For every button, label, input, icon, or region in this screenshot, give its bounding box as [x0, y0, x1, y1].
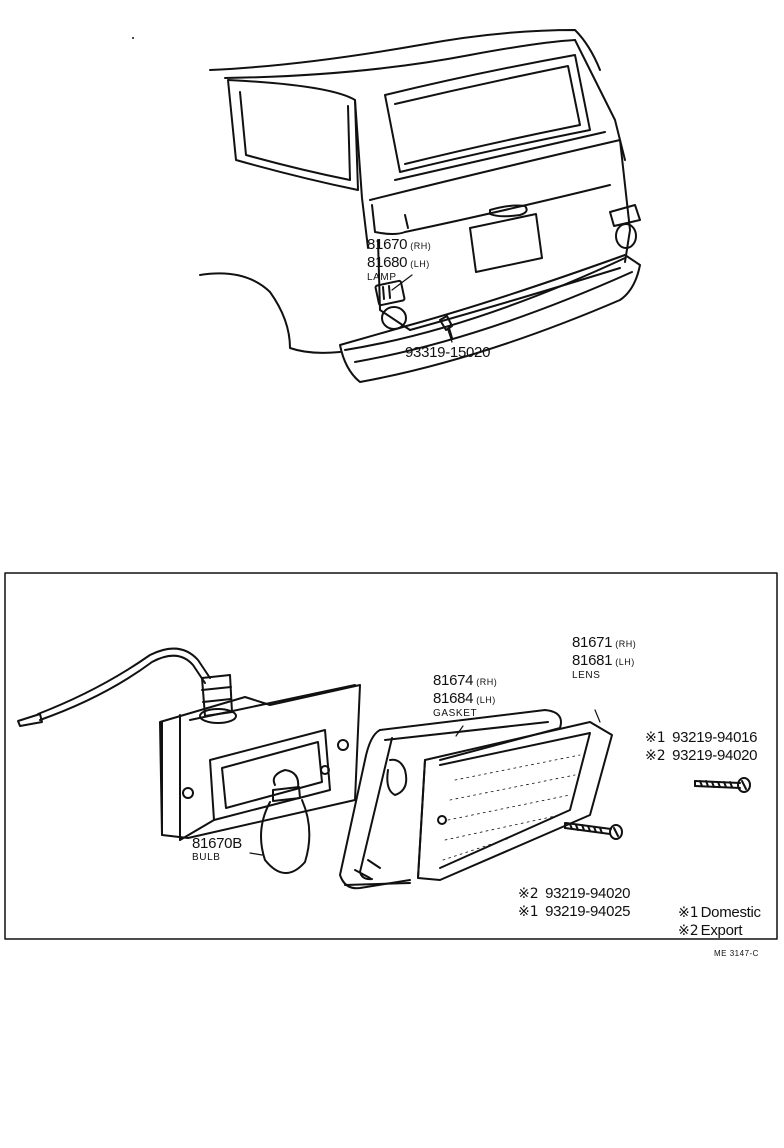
- lens-name: LENS: [572, 670, 601, 681]
- lens-side-lh: (LH): [615, 657, 635, 667]
- gasket-side-rh: (RH): [476, 677, 498, 687]
- lamp-part-lh: 81680: [367, 254, 408, 271]
- screw-right-illustration: [694, 777, 751, 793]
- bulb-label: 81670B BULB: [192, 836, 242, 865]
- lamp-name: LAMP: [367, 272, 397, 283]
- screw-right-part-2: 93219-94020: [672, 747, 758, 764]
- lamp-side-rh: (RH): [410, 241, 432, 251]
- legend-mark-2: ※2: [678, 923, 699, 939]
- screw-bottom-mark-1: ※2: [518, 886, 539, 902]
- screw-right-part-1: 93219-94016: [672, 729, 758, 746]
- bulb-name: BULB: [192, 852, 221, 863]
- gasket-side-lh: (LH): [476, 695, 496, 705]
- bulb-part: 81670B: [192, 835, 242, 852]
- bulb-illustration: [249, 769, 311, 874]
- top-screw-part: 93319-15020: [405, 344, 491, 361]
- lamp-label: 81670(RH) 81680(LH) LAMP: [367, 237, 431, 285]
- lens-part-rh: 81671: [572, 634, 613, 651]
- screw-right-mark-2: ※2: [645, 748, 666, 764]
- screw-bottom-label: ※2 93219-94020 ※1 93219-94025: [518, 885, 631, 922]
- lamp-part-rh: 81670: [367, 236, 408, 253]
- screw-bottom-mark-2: ※1: [518, 904, 539, 920]
- lens-side-rh: (RH): [615, 639, 637, 649]
- gasket-label: 81674(RH) 81684(LH) GASKET: [433, 673, 497, 721]
- lens-illustration: [417, 709, 613, 881]
- gasket-part-lh: 81684: [433, 690, 474, 707]
- lens-part-lh: 81681: [572, 652, 613, 669]
- gasket-part-rh: 81674: [433, 672, 474, 689]
- screw-bottom-part-2: 93219-94025: [545, 903, 631, 920]
- screw-right-mark-1: ※1: [645, 730, 666, 746]
- screw-right-label: ※1 93219-94016 ※2 93219-94020: [645, 729, 758, 766]
- wire-harness-illustration: [17, 647, 211, 727]
- vehicle-rear-illustration: [132, 29, 641, 383]
- diagram-code: ME 3147-C: [714, 949, 759, 958]
- detail-frame: [4, 572, 778, 940]
- screw-bottom-illustration: [564, 822, 623, 840]
- gasket-name: GASKET: [433, 708, 478, 719]
- screw-bottom-part-1: 93219-94020: [545, 885, 631, 902]
- legend-text-1: Domestic: [700, 904, 761, 921]
- lens-label: 81671(RH) 81681(LH) LENS: [572, 635, 636, 683]
- legend-mark-1: ※1: [678, 905, 699, 921]
- legend-text-2: Export: [700, 922, 743, 939]
- lamp-side-lh: (LH): [410, 259, 430, 269]
- lamp-housing-illustration: [159, 684, 361, 841]
